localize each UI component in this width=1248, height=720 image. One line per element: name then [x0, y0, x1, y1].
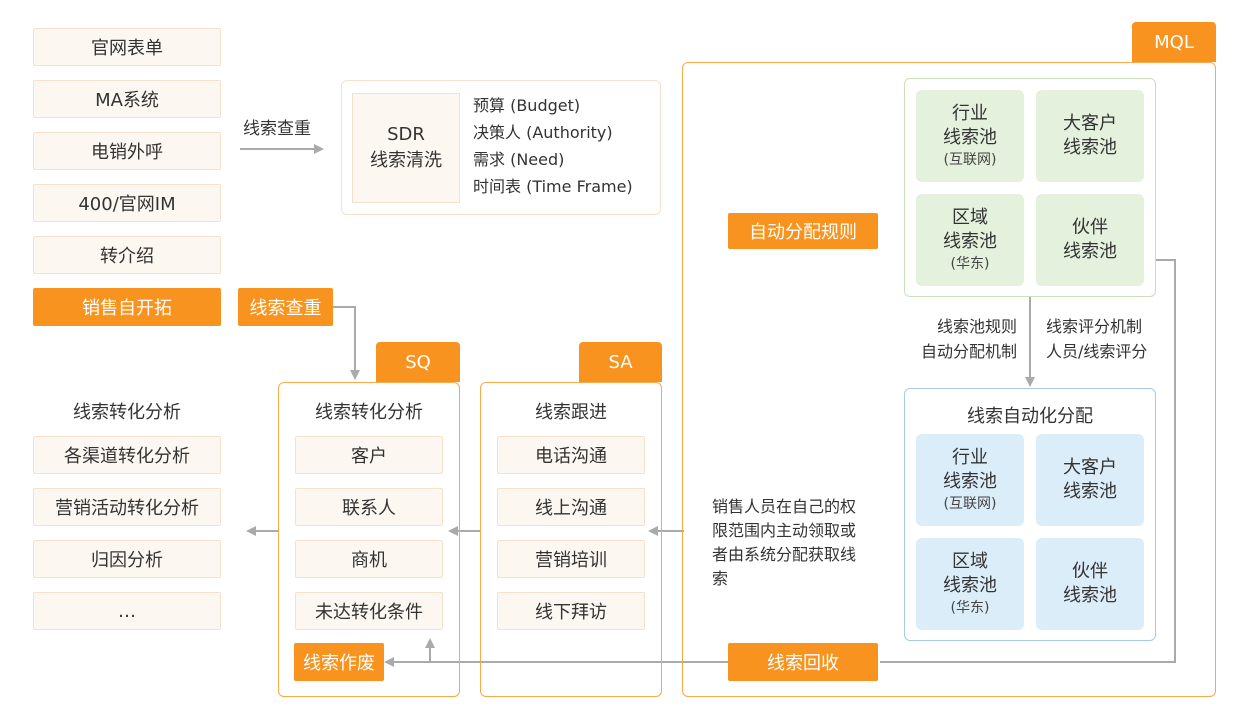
- auto-pool-key-account[interactable]: 大客户 线索池: [1036, 434, 1144, 526]
- auto-assign-panel: [904, 388, 1156, 641]
- sa-item-online[interactable]: 线上沟通: [497, 488, 645, 526]
- pool-industry[interactable]: 行业 线索池 (互联网): [916, 90, 1024, 182]
- source-referral[interactable]: 转介绍: [33, 236, 221, 274]
- mql-tab: MQL: [1132, 22, 1216, 62]
- pool-rule-text: 线索池规则 自动分配机制: [920, 317, 1017, 361]
- source-ma-system[interactable]: MA系统: [33, 80, 221, 118]
- sdr-panel: [341, 80, 661, 215]
- arrow-to-sq: [333, 306, 360, 380]
- auto-assign-rule-label[interactable]: 自动分配规则: [728, 213, 878, 249]
- dedupe-label-top: 线索查重: [243, 119, 311, 139]
- sq-item-unqualified[interactable]: 未达转化条件: [295, 592, 443, 630]
- analysis-title: 线索转化分析: [73, 402, 181, 423]
- sa-title: 线索跟进: [535, 402, 607, 423]
- sales-claim-note: 销售人员在自己的权 限范围内主动领取或 者由系统分配获取线 索: [712, 497, 857, 588]
- scoring-text: 线索评分机制 人员/线索评分: [1046, 317, 1148, 361]
- lead-invalid-button[interactable]: 线索作废: [294, 643, 384, 681]
- auto-assign-title: 线索自动化分配: [967, 406, 1093, 427]
- analysis-channel[interactable]: 各渠道转化分析: [33, 436, 221, 474]
- sa-item-visit[interactable]: 线下拜访: [497, 592, 645, 630]
- sq-item-contact[interactable]: 联系人: [295, 488, 443, 526]
- sa-frame: [480, 382, 662, 697]
- lead-pools-panel: [904, 78, 1156, 297]
- sa-item-training[interactable]: 营销培训: [497, 540, 645, 578]
- auto-pool-industry[interactable]: 行业 线索池 (互联网): [916, 434, 1024, 526]
- analysis-more[interactable]: …: [33, 592, 221, 630]
- analysis-attribution[interactable]: 归因分析: [33, 540, 221, 578]
- sq-frame: [278, 382, 460, 697]
- lead-recycle-button[interactable]: 线索回收: [728, 643, 878, 681]
- pool-key-account[interactable]: 大客户 线索池: [1036, 90, 1144, 182]
- source-sales-prospecting[interactable]: 销售自开拓: [33, 288, 221, 326]
- source-telemarketing[interactable]: 电销外呼: [33, 132, 221, 170]
- auto-pool-partner[interactable]: 伙伴 线索池: [1036, 538, 1144, 630]
- sa-tab: SA: [579, 342, 662, 382]
- sq-title: 线索转化分析: [315, 402, 423, 423]
- sq-item-opportunity[interactable]: 商机: [295, 540, 443, 578]
- source-400-im[interactable]: 400/官网IM: [33, 184, 221, 222]
- sa-item-phone[interactable]: 电话沟通: [497, 436, 645, 474]
- recycle-line: [880, 259, 1176, 663]
- auto-pool-region[interactable]: 区域 线索池 (华东): [916, 538, 1024, 630]
- pool-partner[interactable]: 伙伴 线索池: [1036, 194, 1144, 286]
- sq-tab: SQ: [376, 342, 460, 382]
- sdr-criteria: 预算 (Budget) 决策人 (Authority) 需求 (Need) 时间…: [473, 96, 633, 196]
- sdr-box: SDR 线索清洗: [352, 93, 460, 203]
- mql-frame: [682, 62, 1216, 697]
- source-website-form[interactable]: 官网表单: [33, 28, 221, 66]
- sq-item-customer[interactable]: 客户: [295, 436, 443, 474]
- dedupe-box[interactable]: 线索查重: [238, 288, 333, 326]
- pool-region[interactable]: 区域 线索池 (华东): [916, 194, 1024, 286]
- analysis-campaign[interactable]: 营销活动转化分析: [33, 488, 221, 526]
